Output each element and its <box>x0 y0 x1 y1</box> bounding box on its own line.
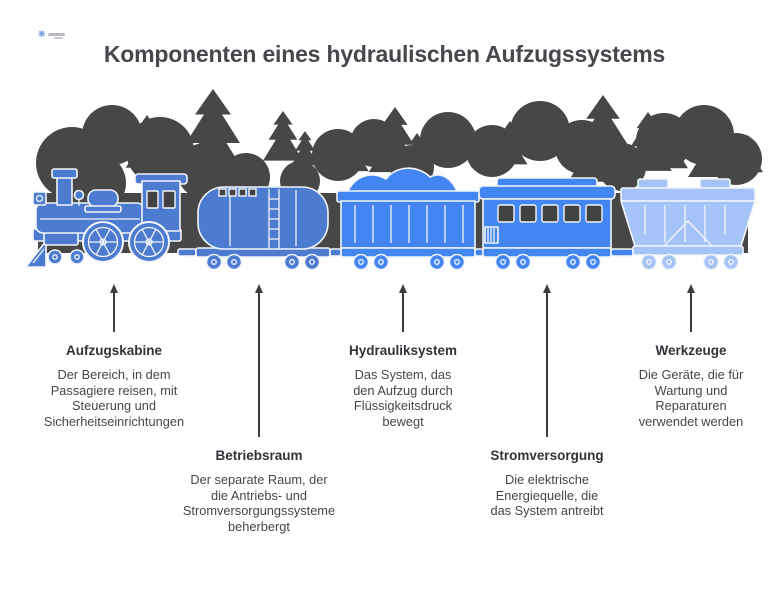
arrow-line <box>113 293 115 332</box>
ladder <box>268 189 280 249</box>
up-arrow-icon <box>110 284 119 332</box>
tank-hatches <box>218 188 257 197</box>
up-arrow-icon <box>399 284 408 332</box>
arrow-head-icon <box>687 284 695 293</box>
car-roof <box>478 185 616 200</box>
up-arrow-icon <box>687 284 696 332</box>
arrow-head-icon <box>399 284 407 293</box>
component-hydrauliksystem: Hydrauliksystem Das System, das den Aufz… <box>318 284 488 429</box>
up-arrow-icon <box>543 284 552 437</box>
brand-logo-wordmark <box>47 33 65 36</box>
tank-car <box>195 186 342 271</box>
component-description: Der Bereich, in dem Passagiere reisen, m… <box>43 367 185 429</box>
coupler <box>329 248 342 257</box>
brand-logo: ❋ <box>38 29 65 40</box>
locomotive <box>25 168 197 268</box>
coupler <box>177 248 197 257</box>
passenger-car <box>478 177 634 271</box>
component-betriebsraum: Betriebsraum Der separate Raum, der die … <box>174 284 344 534</box>
brand-logo-subtext <box>53 36 63 39</box>
cab-windows <box>146 190 176 209</box>
arrow-head-icon <box>543 284 551 293</box>
gondola-body <box>340 200 476 249</box>
component-werkzeuge: Werkzeuge Die Geräte, die für Wartung un… <box>606 284 769 429</box>
bell <box>73 189 85 201</box>
component-description: Die elektrische Energiequelle, die das S… <box>490 472 604 518</box>
brand-logo-icon: ❋ <box>38 29 46 39</box>
headlamp <box>32 191 47 206</box>
tank-car-wheels <box>205 253 321 271</box>
tank-body <box>197 186 329 250</box>
locomotive-wheels <box>47 221 170 265</box>
component-description: Die Geräte, die für Wartung und Reparatu… <box>638 367 744 429</box>
component-label: Werkzeuge <box>655 343 727 358</box>
arrow-line <box>258 293 260 437</box>
roof-hatch <box>637 178 669 189</box>
passenger-wheels <box>494 253 602 271</box>
train-forest-illustration <box>25 89 763 271</box>
component-description: Das System, das den Aufzug durch Flüssig… <box>353 367 453 429</box>
arrow-head-icon <box>255 284 263 293</box>
hopper-top-band <box>620 187 756 202</box>
component-label: Betriebsraum <box>215 448 303 463</box>
hopper-wheels <box>640 253 740 271</box>
passenger-windows <box>497 204 603 223</box>
gondola-wheels <box>352 253 466 271</box>
roof-hatch <box>699 178 731 189</box>
arrow-head-icon <box>110 284 118 293</box>
component-aufzugskabine: Aufzugskabine Der Bereich, in dem Passag… <box>29 284 199 429</box>
coupler <box>474 248 484 257</box>
component-description: Der separate Raum, der die Antriebs- und… <box>182 472 336 534</box>
component-label: Aufzugskabine <box>65 343 162 358</box>
pine-tree <box>263 111 303 161</box>
up-arrow-icon <box>255 284 264 437</box>
hopper-car <box>620 178 756 271</box>
coupler <box>610 248 634 257</box>
page-title: Komponenten eines hydraulischen Aufzugss… <box>103 41 666 67</box>
arrow-line <box>402 293 404 332</box>
component-label: Hydrauliksystem <box>348 343 458 358</box>
arrow-line <box>546 293 548 437</box>
steam-dome <box>87 189 119 208</box>
arrow-line <box>690 293 692 332</box>
hopper-body <box>620 200 756 247</box>
component-stromversorgung: Stromversorgung Die elektrische Energieq… <box>462 284 632 519</box>
cowcatcher <box>25 240 47 268</box>
car-deck <box>632 245 744 256</box>
component-label: Stromversorgung <box>490 448 604 463</box>
gondola-car <box>336 167 484 271</box>
bulk-load <box>346 167 459 194</box>
